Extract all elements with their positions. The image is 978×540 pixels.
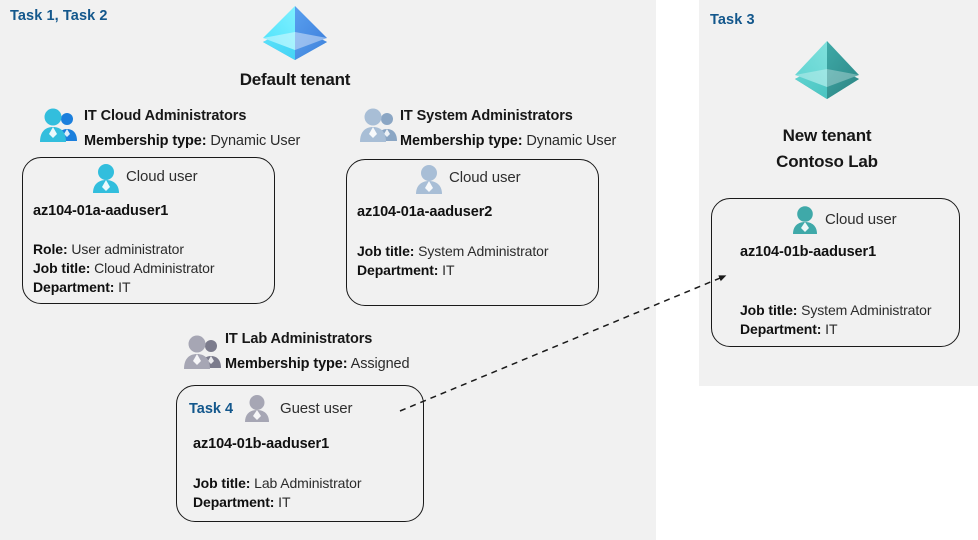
cloud-user-icon-az104-01a-aaduser2 <box>413 164 445 194</box>
membership-label: Membership type: <box>400 133 523 149</box>
membership-value: Dynamic User <box>526 133 617 149</box>
user-attr-jobtitle-az104-01b-aaduser1-guest: Job title: Lab Administrator <box>193 475 361 491</box>
user-group-icon-it-system-administrators <box>358 107 400 145</box>
inline-task-badge-task4: Task 4 <box>189 401 234 417</box>
new-tenant-title-line2: Contoso Lab <box>776 152 878 171</box>
default-tenant-title: Default tenant <box>239 70 351 89</box>
user-type-az104-01a-aaduser2: Cloud user <box>449 169 521 186</box>
user-card-az104-01a-aaduser1[interactable] <box>22 157 275 304</box>
group-membership-it-cloud-administrators: Membership type: Dynamic User <box>84 133 300 149</box>
attr-value: System Administrator <box>418 243 549 259</box>
cloud-user-icon-az104-01a-aaduser1 <box>90 163 122 193</box>
attr-value: Lab Administrator <box>254 475 362 491</box>
user-type-az104-01b-aaduser1-guest: Guest user <box>280 400 353 417</box>
user-attr-department-az104-01b-aaduser1-cloud: Department: IT <box>740 321 838 337</box>
user-attr-department-az104-01b-aaduser1-guest: Department: IT <box>193 494 291 510</box>
attr-value: System Administrator <box>801 302 932 318</box>
guest-user-icon-az104-01b-aaduser1 <box>242 394 272 422</box>
attr-value: IT <box>118 279 131 295</box>
attr-value: User administrator <box>71 241 184 257</box>
user-attr-jobtitle-az104-01b-aaduser1-cloud: Job title: System Administrator <box>740 302 932 318</box>
user-group-icon-it-lab-administrators <box>182 334 224 372</box>
azure-ad-tenant-icon-new <box>791 37 863 105</box>
attr-label: Job title: <box>357 243 415 259</box>
default-tenant-panel <box>0 0 656 540</box>
user-name-az104-01a-aaduser2: az104-01a-aaduser2 <box>357 204 493 220</box>
membership-value: Assigned <box>350 356 410 372</box>
user-card-az104-01b-aaduser1-cloud[interactable] <box>711 198 960 347</box>
attr-label: Job title: <box>740 302 798 318</box>
attr-label: Department: <box>193 494 275 510</box>
task-label-right: Task 3 <box>710 12 755 28</box>
group-membership-it-system-administrators: Membership type: Dynamic User <box>400 133 616 149</box>
cloud-user-icon-az104-01b-aaduser1 <box>790 205 820 234</box>
user-name-az104-01b-aaduser1-guest: az104-01b-aaduser1 <box>193 436 330 452</box>
group-title-it-cloud-administrators: IT Cloud Administrators <box>84 108 247 124</box>
user-type-az104-01b-aaduser1-cloud: Cloud user <box>825 211 897 228</box>
user-attr-department-az104-01a-aaduser2: Department: IT <box>357 262 455 278</box>
user-type-az104-01a-aaduser1: Cloud user <box>126 168 198 185</box>
attr-value: IT <box>278 494 291 510</box>
user-attr-role-az104-01a-aaduser1: Role: User administrator <box>33 241 184 257</box>
task-label-left: Task 1, Task 2 <box>10 8 108 24</box>
attr-label: Department: <box>33 279 115 295</box>
azure-ad-tenant-icon-default <box>257 2 333 64</box>
group-membership-it-lab-administrators: Membership type: Assigned <box>225 356 410 372</box>
user-group-icon-it-cloud-administrators <box>38 107 80 145</box>
membership-label: Membership type: <box>84 133 207 149</box>
user-attr-department-az104-01a-aaduser1: Department: IT <box>33 279 131 295</box>
attr-label: Role: <box>33 241 68 257</box>
attr-label: Department: <box>357 262 439 278</box>
membership-label: Membership type: <box>225 356 348 372</box>
new-tenant-title-line1: New tenant <box>782 126 872 145</box>
membership-value: Dynamic User <box>210 133 301 149</box>
user-attr-jobtitle-az104-01a-aaduser2: Job title: System Administrator <box>357 243 549 259</box>
attr-value: Cloud Administrator <box>94 260 215 276</box>
user-name-az104-01a-aaduser1: az104-01a-aaduser1 <box>33 203 169 219</box>
attr-label: Job title: <box>33 260 91 276</box>
group-title-it-system-administrators: IT System Administrators <box>400 108 573 124</box>
attr-label: Department: <box>740 321 822 337</box>
user-name-az104-01b-aaduser1-cloud: az104-01b-aaduser1 <box>740 244 877 260</box>
attr-value: IT <box>825 321 838 337</box>
user-attr-jobtitle-az104-01a-aaduser1: Job title: Cloud Administrator <box>33 260 215 276</box>
group-title-it-lab-administrators: IT Lab Administrators <box>225 331 373 347</box>
user-card-az104-01b-aaduser1-guest[interactable] <box>176 385 424 522</box>
attr-value: IT <box>442 262 455 278</box>
attr-label: Job title: <box>193 475 251 491</box>
